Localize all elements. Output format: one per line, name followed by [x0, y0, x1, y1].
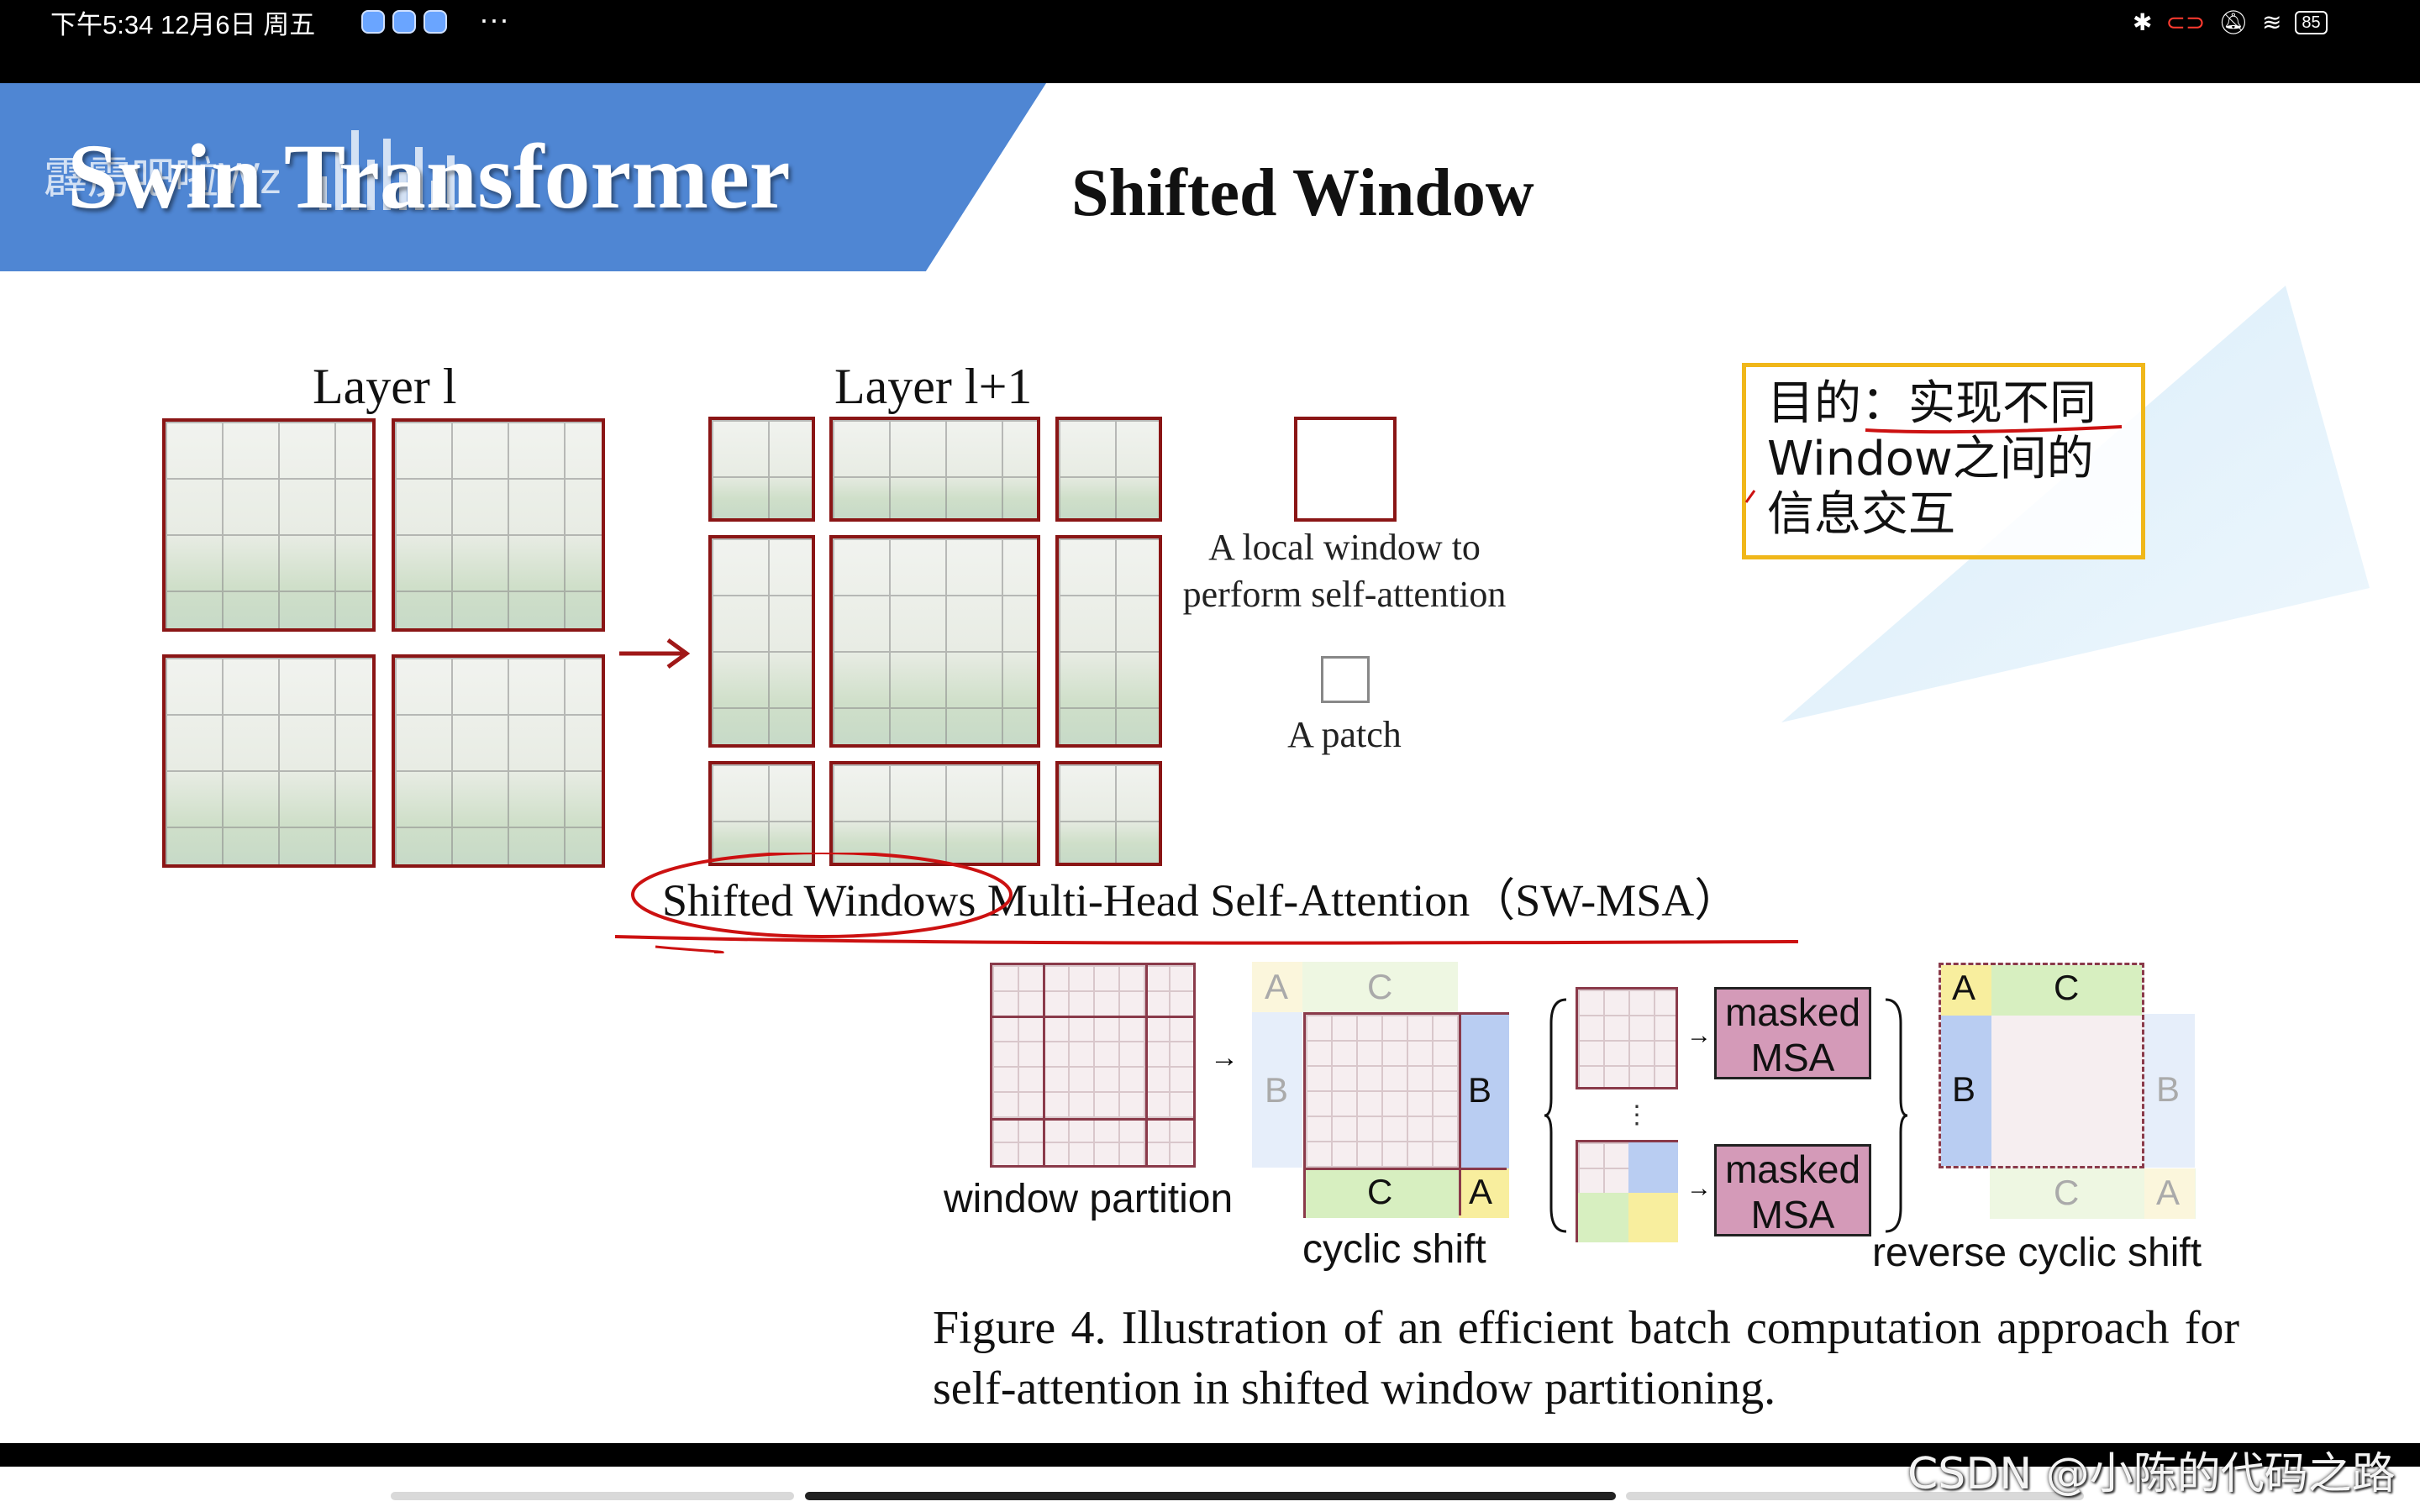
letter-c: C: [2054, 968, 2079, 1008]
arrow-right-icon: →: [1210, 1042, 1239, 1074]
legend-window-square: [1294, 417, 1397, 522]
masked-msa-line2: MSA: [1717, 1035, 1869, 1080]
layer-l1-label: Layer l+1: [834, 360, 1032, 413]
mute-icon: 🔕︎: [2218, 8, 2249, 36]
annotation-underline: [1739, 395, 2134, 512]
record-icon: ⊂⊃: [2165, 8, 2205, 36]
letter-a: A: [1952, 968, 1975, 1008]
window-l1-1: [708, 417, 815, 522]
arrow-right-icon: →: [1686, 1174, 1712, 1203]
letter-b: B: [1952, 1069, 1975, 1110]
window-l-1: [162, 418, 376, 632]
masked-msa-line2: MSA: [1717, 1192, 1869, 1237]
masked-msa-line1: masked: [1717, 990, 1869, 1035]
cyclic-shift-label: cyclic shift: [1302, 1226, 1486, 1273]
window-l1-7: [708, 761, 815, 866]
slide-title: Shifted Window: [1071, 155, 1534, 231]
letter-c-ghost: C: [2054, 1173, 2079, 1213]
reverse-cyclic-shift-label: reverse cyclic shift: [1872, 1230, 2202, 1277]
arrow-right-icon: [618, 637, 693, 670]
battery-icon: 85: [2295, 11, 2327, 34]
figure-caption: Figure 4. Illustration of an efficient b…: [933, 1298, 2239, 1419]
window-l1-6: [1055, 535, 1162, 748]
window-partition-label: window partition: [944, 1176, 1233, 1223]
layer-l-label: Layer l: [313, 360, 457, 413]
arrow-right-icon: →: [1686, 1021, 1712, 1050]
right-brace: [1882, 998, 1907, 1233]
scroll-track-left: [391, 1492, 794, 1500]
window-partition-grid: [990, 963, 1196, 1168]
left-brace: [1544, 998, 1570, 1233]
legend-patch-text: A patch: [1260, 711, 1428, 759]
letter-c-ghost: C: [1367, 967, 1392, 1007]
annotation-circle: [605, 853, 1807, 953]
system-status-icons: ✱ ⊂⊃ 🔕︎ ≋ 85: [2133, 8, 2328, 36]
window-l-3: [162, 654, 376, 868]
app-notification-icon: [361, 10, 385, 34]
window-l-4: [392, 654, 605, 868]
window-l-2: [392, 418, 605, 632]
letter-b-ghost: B: [1265, 1070, 1288, 1110]
banner-title: Swin Transformer: [67, 126, 791, 227]
window-l1-3: [1055, 417, 1162, 522]
letter-a: A: [1469, 1172, 1492, 1212]
status-time: 下午5:34 12月6日 周五: [50, 7, 315, 44]
ellipsis-text: ⋮: [1624, 1100, 1649, 1130]
app-notification-icon: [424, 10, 447, 34]
window-l1-8: [829, 761, 1040, 866]
letter-b: B: [1468, 1070, 1491, 1110]
window-l1-4: [708, 535, 815, 748]
letter-a-ghost: A: [2156, 1173, 2180, 1213]
window-l1-5: [829, 535, 1040, 748]
window-l1-2: [829, 417, 1040, 522]
app-notification-icon: [392, 10, 416, 34]
letter-c: C: [1367, 1172, 1392, 1212]
masked-msa-line1: masked: [1717, 1147, 1869, 1192]
window-l1-9: [1055, 761, 1162, 866]
batch-window-1: [1576, 987, 1678, 1089]
letter-a-ghost: A: [1265, 967, 1288, 1007]
more-icon: ···: [479, 2, 509, 37]
bluetooth-icon: ✱: [2133, 8, 2152, 36]
letter-b-ghost: B: [2156, 1069, 2180, 1110]
wifi-icon: ≋: [2262, 8, 2281, 36]
legend-window-text: A local window to perform self-attention: [1160, 524, 1529, 618]
legend-patch-square: [1321, 656, 1370, 703]
csdn-watermark: CSDN @小陈的代码之路: [1907, 1438, 2396, 1501]
scroll-thumb[interactable]: [805, 1492, 1616, 1500]
notification-icons: [361, 10, 447, 34]
batch-window-2: [1576, 1140, 1678, 1242]
